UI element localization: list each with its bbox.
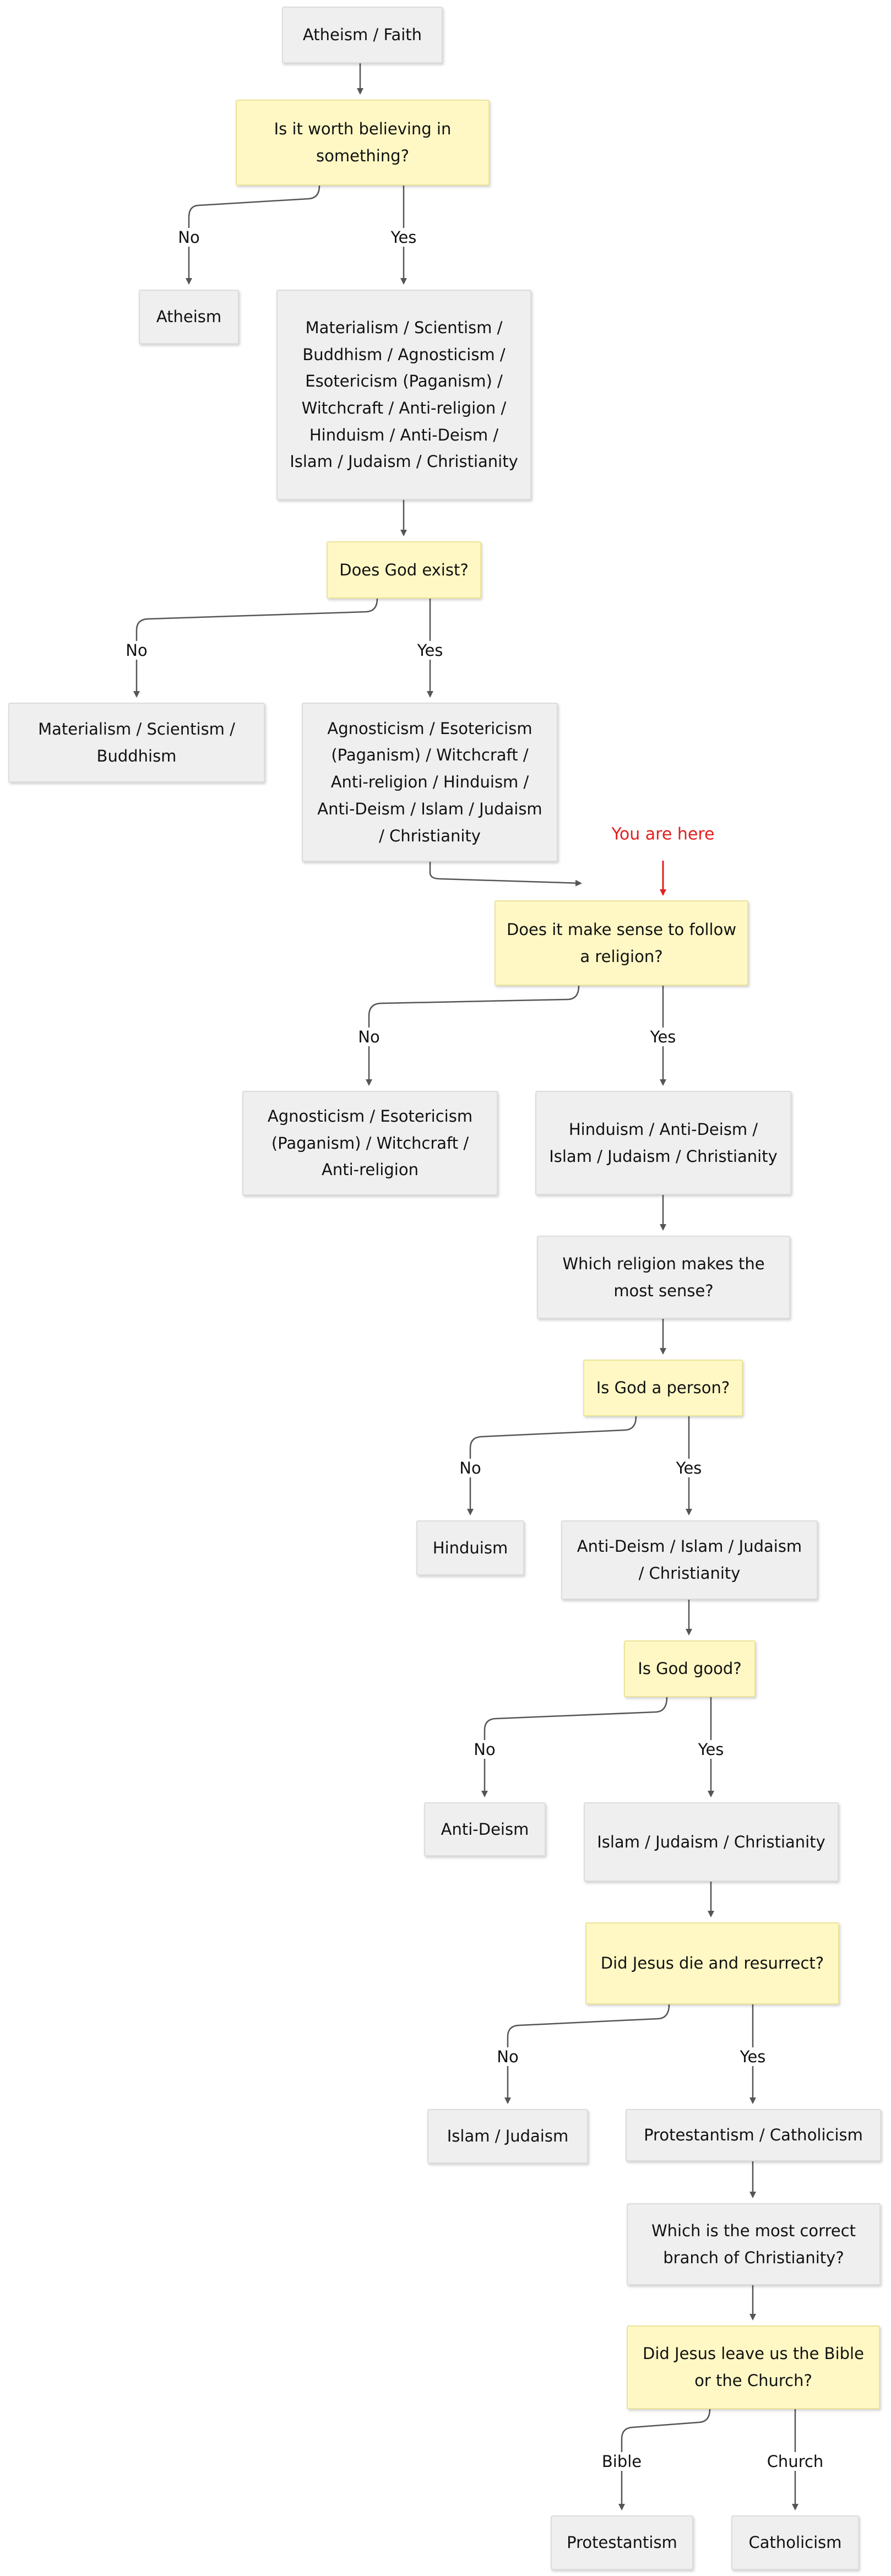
node-hinduism-all: Hinduism / Anti-Deism / Islam / Judaism …	[535, 1091, 791, 1195]
edge-label-jesus-yes: Yes	[737, 2047, 768, 2066]
edge-label-religion-no: No	[356, 1028, 382, 1046]
decision-bible-church: Did Jesus leave us the Bible or the Chur…	[627, 2325, 880, 2409]
edge-label-worth-yes: Yes	[388, 228, 419, 247]
node-protestantism: Protestantism	[551, 2515, 693, 2570]
edge-worth-no	[186, 185, 320, 285]
edge-label-good-yes: Yes	[696, 1740, 726, 1759]
node-which-religion: Which religion makes the most sense?	[537, 1236, 790, 1319]
edge-label-person-yes: Yes	[673, 1459, 704, 1477]
node-protestantism-catholicism: Protestantism / Catholicism	[626, 2109, 881, 2161]
edge-label-person-no: No	[457, 1459, 483, 1477]
decision-god-exist: Does God exist?	[327, 541, 481, 599]
node-agnosticism: Agnosticism / Esotericism (Paganism) / W…	[242, 1091, 498, 1195]
node-islam-all: Islam / Judaism / Christianity	[584, 1802, 839, 1882]
decision-jesus-resurrect: Did Jesus die and resurrect?	[585, 1922, 839, 2004]
node-atheism: Atheism	[139, 290, 239, 344]
edge-bible-no	[618, 2409, 711, 2510]
node-antideism-all: Anti-Deism / Islam / Judaism / Christian…	[561, 1520, 818, 1600]
decision-worth-believing: Is it worth believing in something?	[236, 100, 490, 186]
decision-follow-religion: Does it make sense to follow a religion?	[495, 900, 748, 986]
edge-good-no	[481, 1697, 668, 1797]
edge-label-church: Church	[764, 2452, 826, 2471]
edge-exist-no	[133, 598, 378, 698]
node-islam-judaism: Islam / Judaism	[427, 2109, 588, 2164]
you-are-here-label: You are here	[611, 824, 715, 844]
node-antideism: Anti-Deism	[424, 1802, 546, 1856]
edge-label-jesus-no: No	[495, 2047, 521, 2066]
edge-label-religion-yes: Yes	[648, 1028, 678, 1046]
node-which-branch: Which is the most correct branch of Chri…	[627, 2203, 881, 2285]
node-hinduism: Hinduism	[416, 1520, 524, 1575]
edge-agn-to-religion	[429, 862, 582, 887]
node-materialism: Materialism / Scientism / Buddhism	[8, 703, 265, 782]
node-atheism-faith: Atheism / Faith	[282, 7, 443, 63]
node-catholicism: Catholicism	[731, 2515, 859, 2570]
decision-god-person: Is God a person?	[583, 1360, 743, 1416]
edge-label-worth-no: No	[176, 228, 202, 247]
edge-person-no	[467, 1416, 637, 1515]
edge-label-exist-yes: Yes	[415, 641, 446, 660]
node-agnosticism-all: Agnosticism / Esotericism (Paganism) / W…	[302, 703, 558, 862]
edge-religion-no	[366, 985, 580, 1086]
edge-jesus-no	[504, 2004, 670, 2104]
edge-label-good-no: No	[471, 1740, 498, 1759]
decision-god-good: Is God good?	[624, 1640, 756, 1697]
edge-label-exist-no: No	[123, 641, 150, 660]
edge-label-bible: Bible	[599, 2452, 644, 2471]
node-all-beliefs: Materialism / Scientism / Buddhism / Agn…	[276, 290, 531, 500]
